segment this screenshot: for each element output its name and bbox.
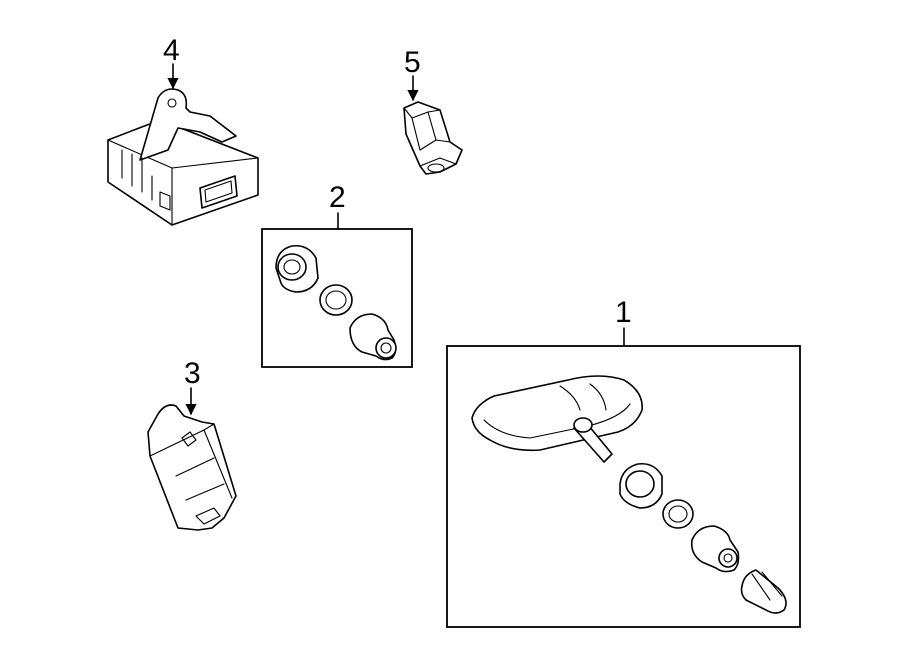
- callout-2: 2: [329, 181, 346, 214]
- callout-1: 1: [615, 296, 632, 329]
- part-5-sensor[interactable]: 5: [403, 46, 463, 175]
- callout-4: 4: [163, 34, 180, 67]
- part-1-tpms-sensor-kit[interactable]: 1: [446, 296, 801, 628]
- part-2-seal-kit[interactable]: 2: [261, 181, 413, 368]
- part-4-control-module[interactable]: 4: [107, 34, 259, 226]
- part-3-receiver[interactable]: 3: [147, 357, 237, 531]
- callout-3: 3: [184, 357, 201, 390]
- callout-5: 5: [404, 46, 421, 79]
- part-2-frame: [261, 228, 413, 368]
- part-1-frame: [446, 345, 801, 628]
